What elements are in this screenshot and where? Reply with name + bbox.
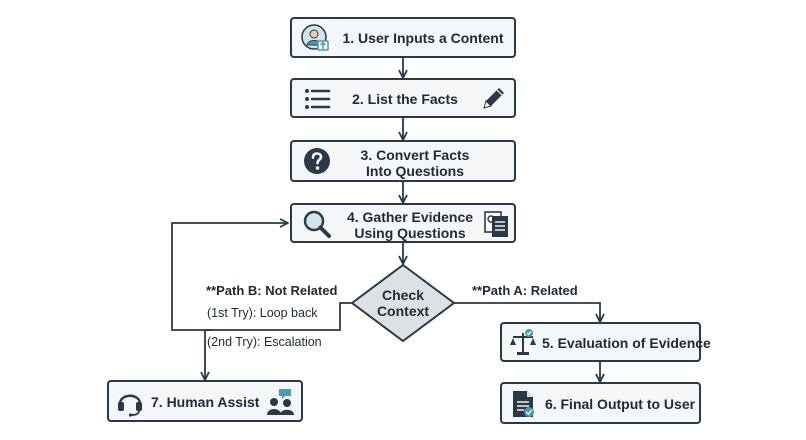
step-1-label: 1. User Inputs a Content (342, 30, 504, 46)
step-6-final-output: 6. Final Output to User (500, 382, 701, 424)
step-6-label: 6. Final Output to User (544, 396, 696, 412)
magnifier-icon (302, 209, 332, 239)
step-1-user-input: 1. User Inputs a Content (290, 17, 516, 58)
people-chat-icon (265, 387, 295, 417)
step-4-label: 4. Gather Evidence Using Questions (346, 209, 474, 241)
document-check-icon (508, 389, 538, 419)
arrow-escalation (200, 329, 212, 381)
step-4-gather-evidence: 4. Gather Evidence Using Questions (290, 203, 516, 243)
step-7-human-assist: 7. Human Assist (107, 380, 303, 422)
step-5-label: 5. Evaluation of Evidence (542, 335, 711, 351)
list-icon (302, 84, 332, 114)
step-5-evaluation: 5. Evaluation of Evidence (500, 322, 711, 362)
step-2-list-facts: 2. List the Facts (290, 78, 516, 118)
step-3-convert-questions: 3. Convert Facts Into Questions (290, 140, 516, 182)
check-context-label: Check Context (376, 287, 430, 319)
step-3-label: 3. Convert Facts Into Questions (360, 147, 470, 179)
user-upload-icon (300, 23, 330, 53)
pencil-icon (478, 84, 508, 114)
scales-icon (508, 328, 538, 358)
step-2-label: 2. List the Facts (352, 91, 458, 107)
path-a-label: **Path A: Related (472, 283, 578, 298)
path-b-label: **Path B: Not Related (206, 283, 338, 298)
question-mark-icon (302, 146, 332, 176)
step-7-label: 7. Human Assist (151, 394, 260, 410)
path-b-second-try: (2nd Try): Escalation (207, 335, 322, 349)
documents-icon (482, 209, 512, 239)
arrow-path-a (454, 302, 605, 323)
check-context-diamond (350, 263, 456, 343)
path-b-first-try: (1st Try): Loop back (207, 306, 318, 320)
headset-icon (115, 387, 145, 417)
arrow-loop-back (171, 218, 354, 331)
